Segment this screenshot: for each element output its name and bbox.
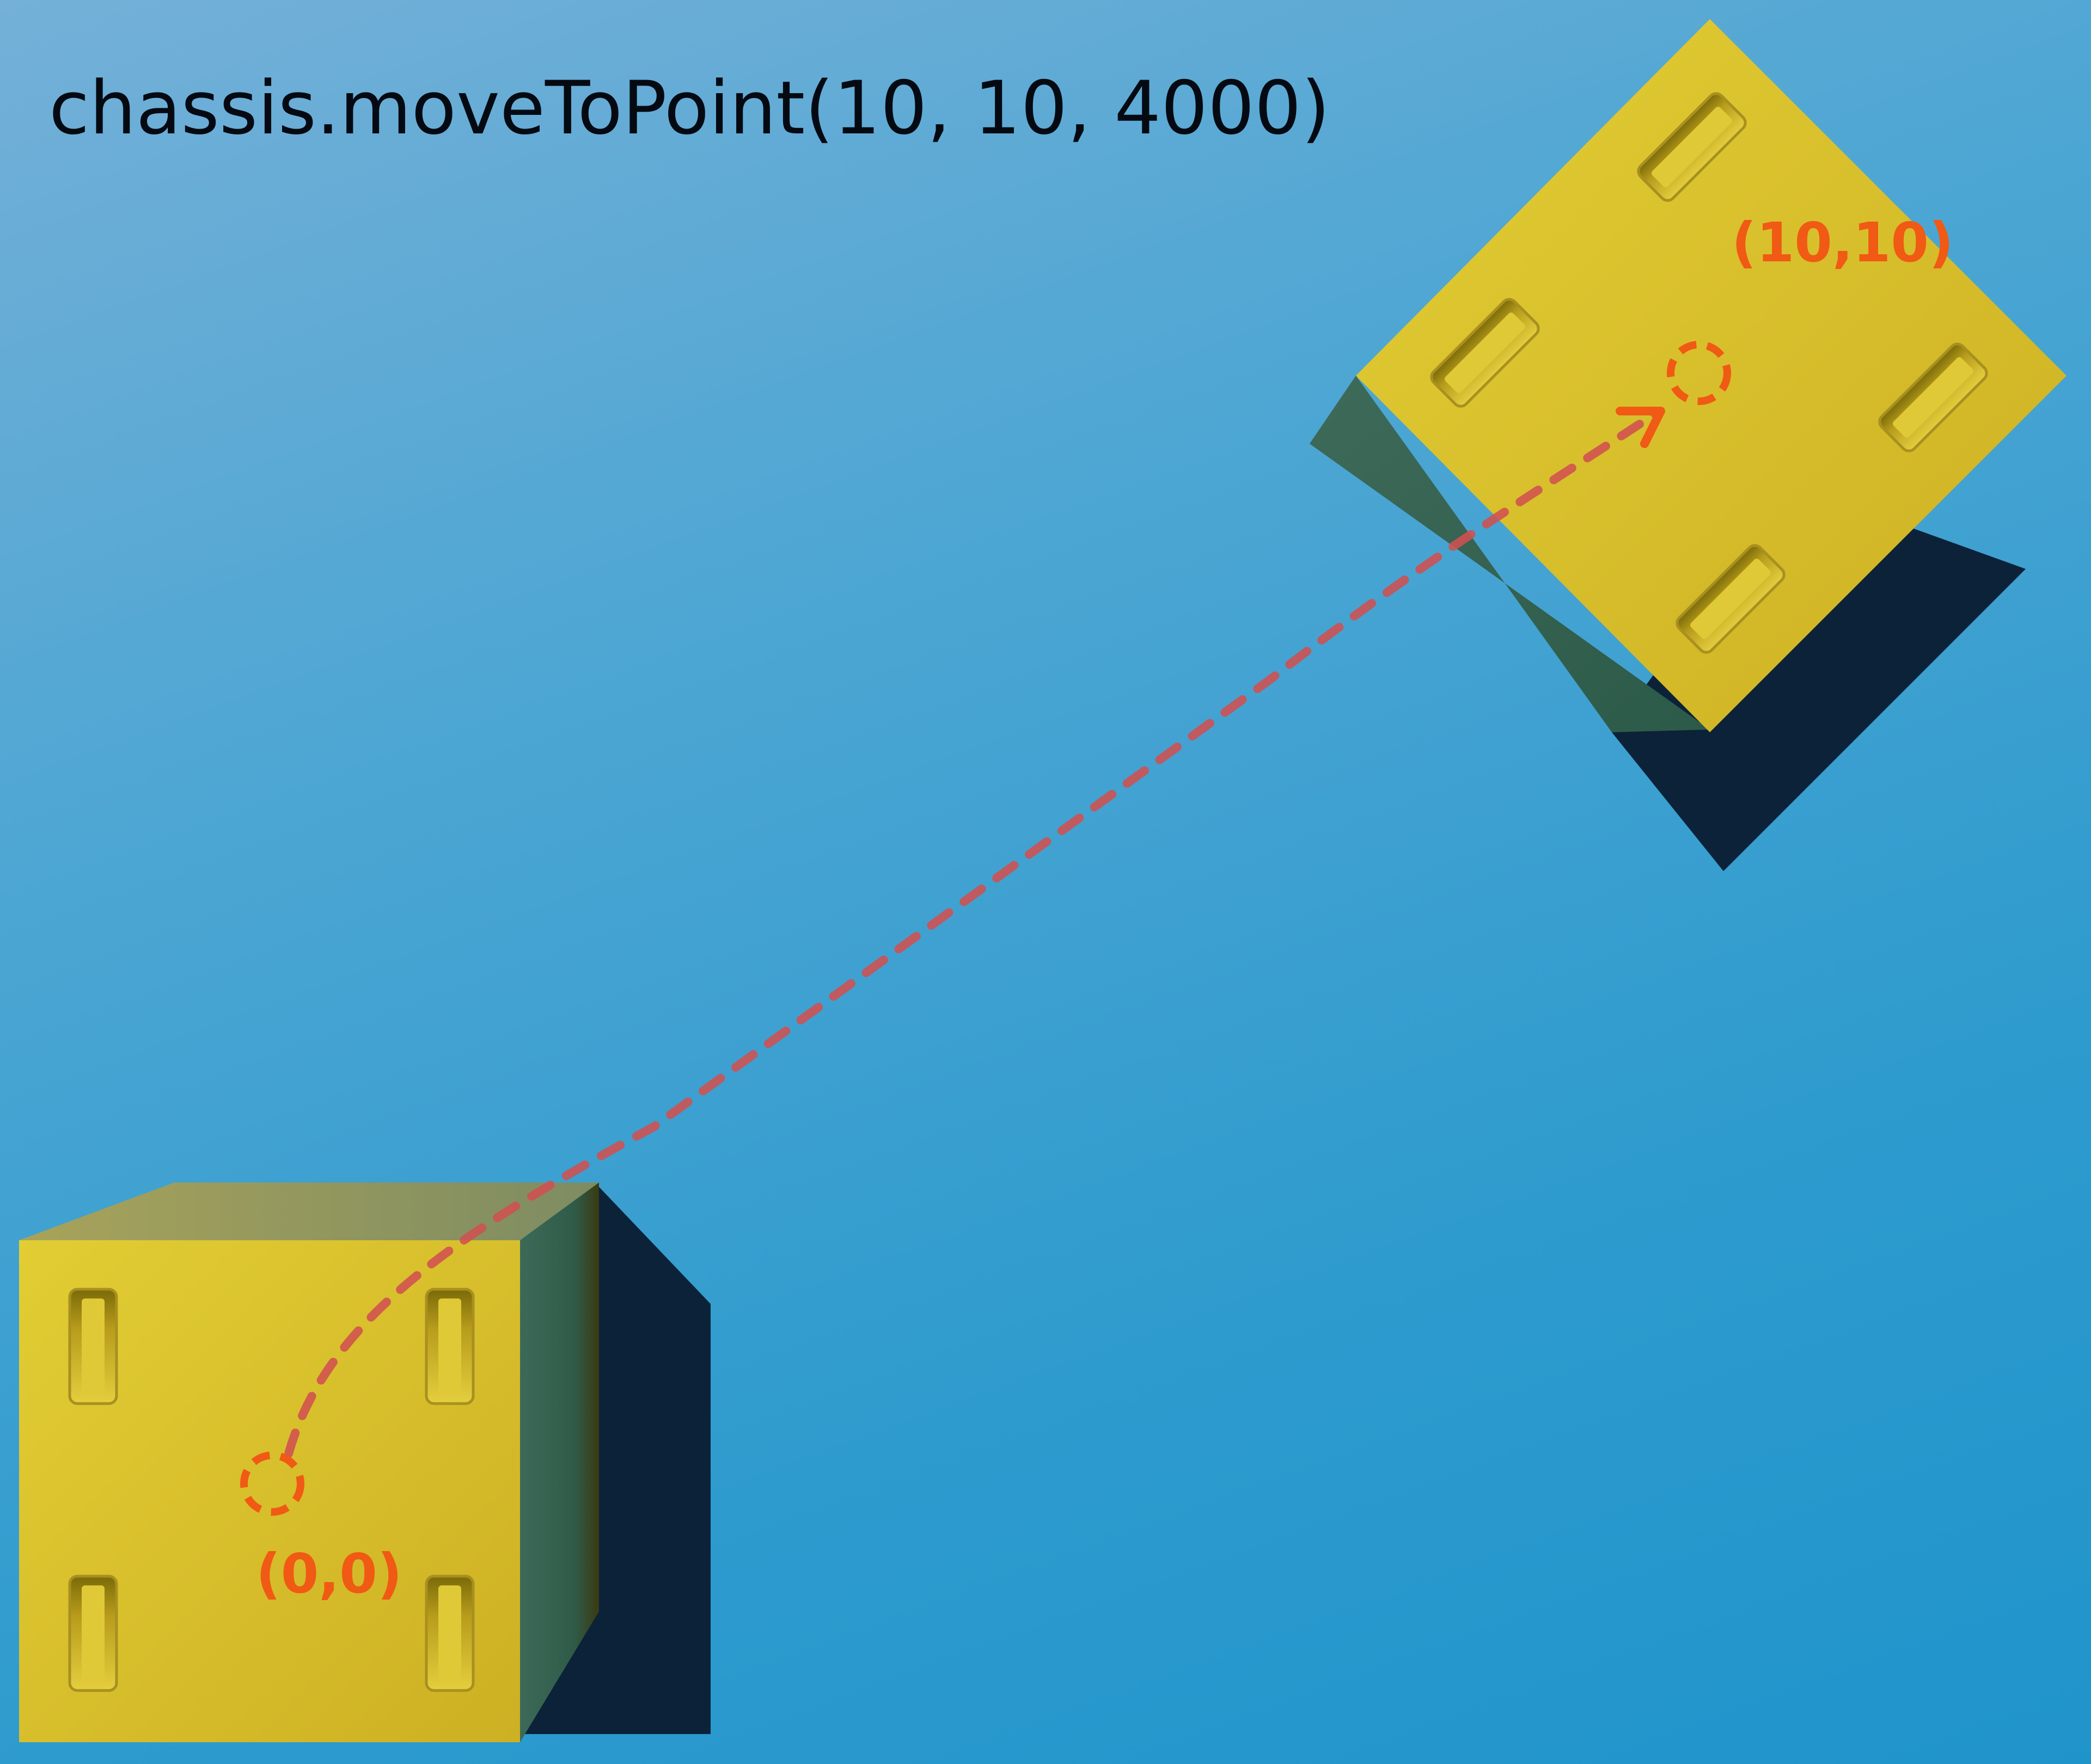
slot-inner — [1893, 357, 1973, 438]
start-robot-slots — [68, 1288, 475, 1692]
slot-inner — [1652, 107, 1732, 187]
start-point-label: (0,0) — [256, 1542, 402, 1606]
end-point-label: (10,10) — [1732, 211, 1954, 274]
end-point-marker — [1667, 341, 1731, 405]
end-robot-shadow — [1612, 485, 2026, 871]
start-robot-side-face — [520, 1183, 599, 1742]
end-robot-side-face — [1310, 376, 1710, 732]
slot-inner — [1445, 313, 1525, 393]
code-caption: chassis.moveToPoint(10, 10, 4000) — [49, 65, 1330, 151]
end-robot-top-face — [1356, 19, 2066, 732]
slot-inner — [1690, 559, 1771, 639]
slot-inner — [82, 1585, 105, 1681]
start-point-marker — [240, 1451, 304, 1516]
end-robot-slots — [1430, 92, 1988, 654]
start-robot-top-strip — [19, 1183, 599, 1240]
path-arrowhead — [1616, 407, 1665, 448]
slot-inner — [82, 1298, 105, 1394]
start-robot — [19, 1183, 711, 1742]
end-robot — [1310, 19, 2066, 871]
motion-path — [284, 409, 1660, 1458]
slot-inner — [438, 1585, 461, 1681]
slot-inner — [438, 1298, 461, 1394]
